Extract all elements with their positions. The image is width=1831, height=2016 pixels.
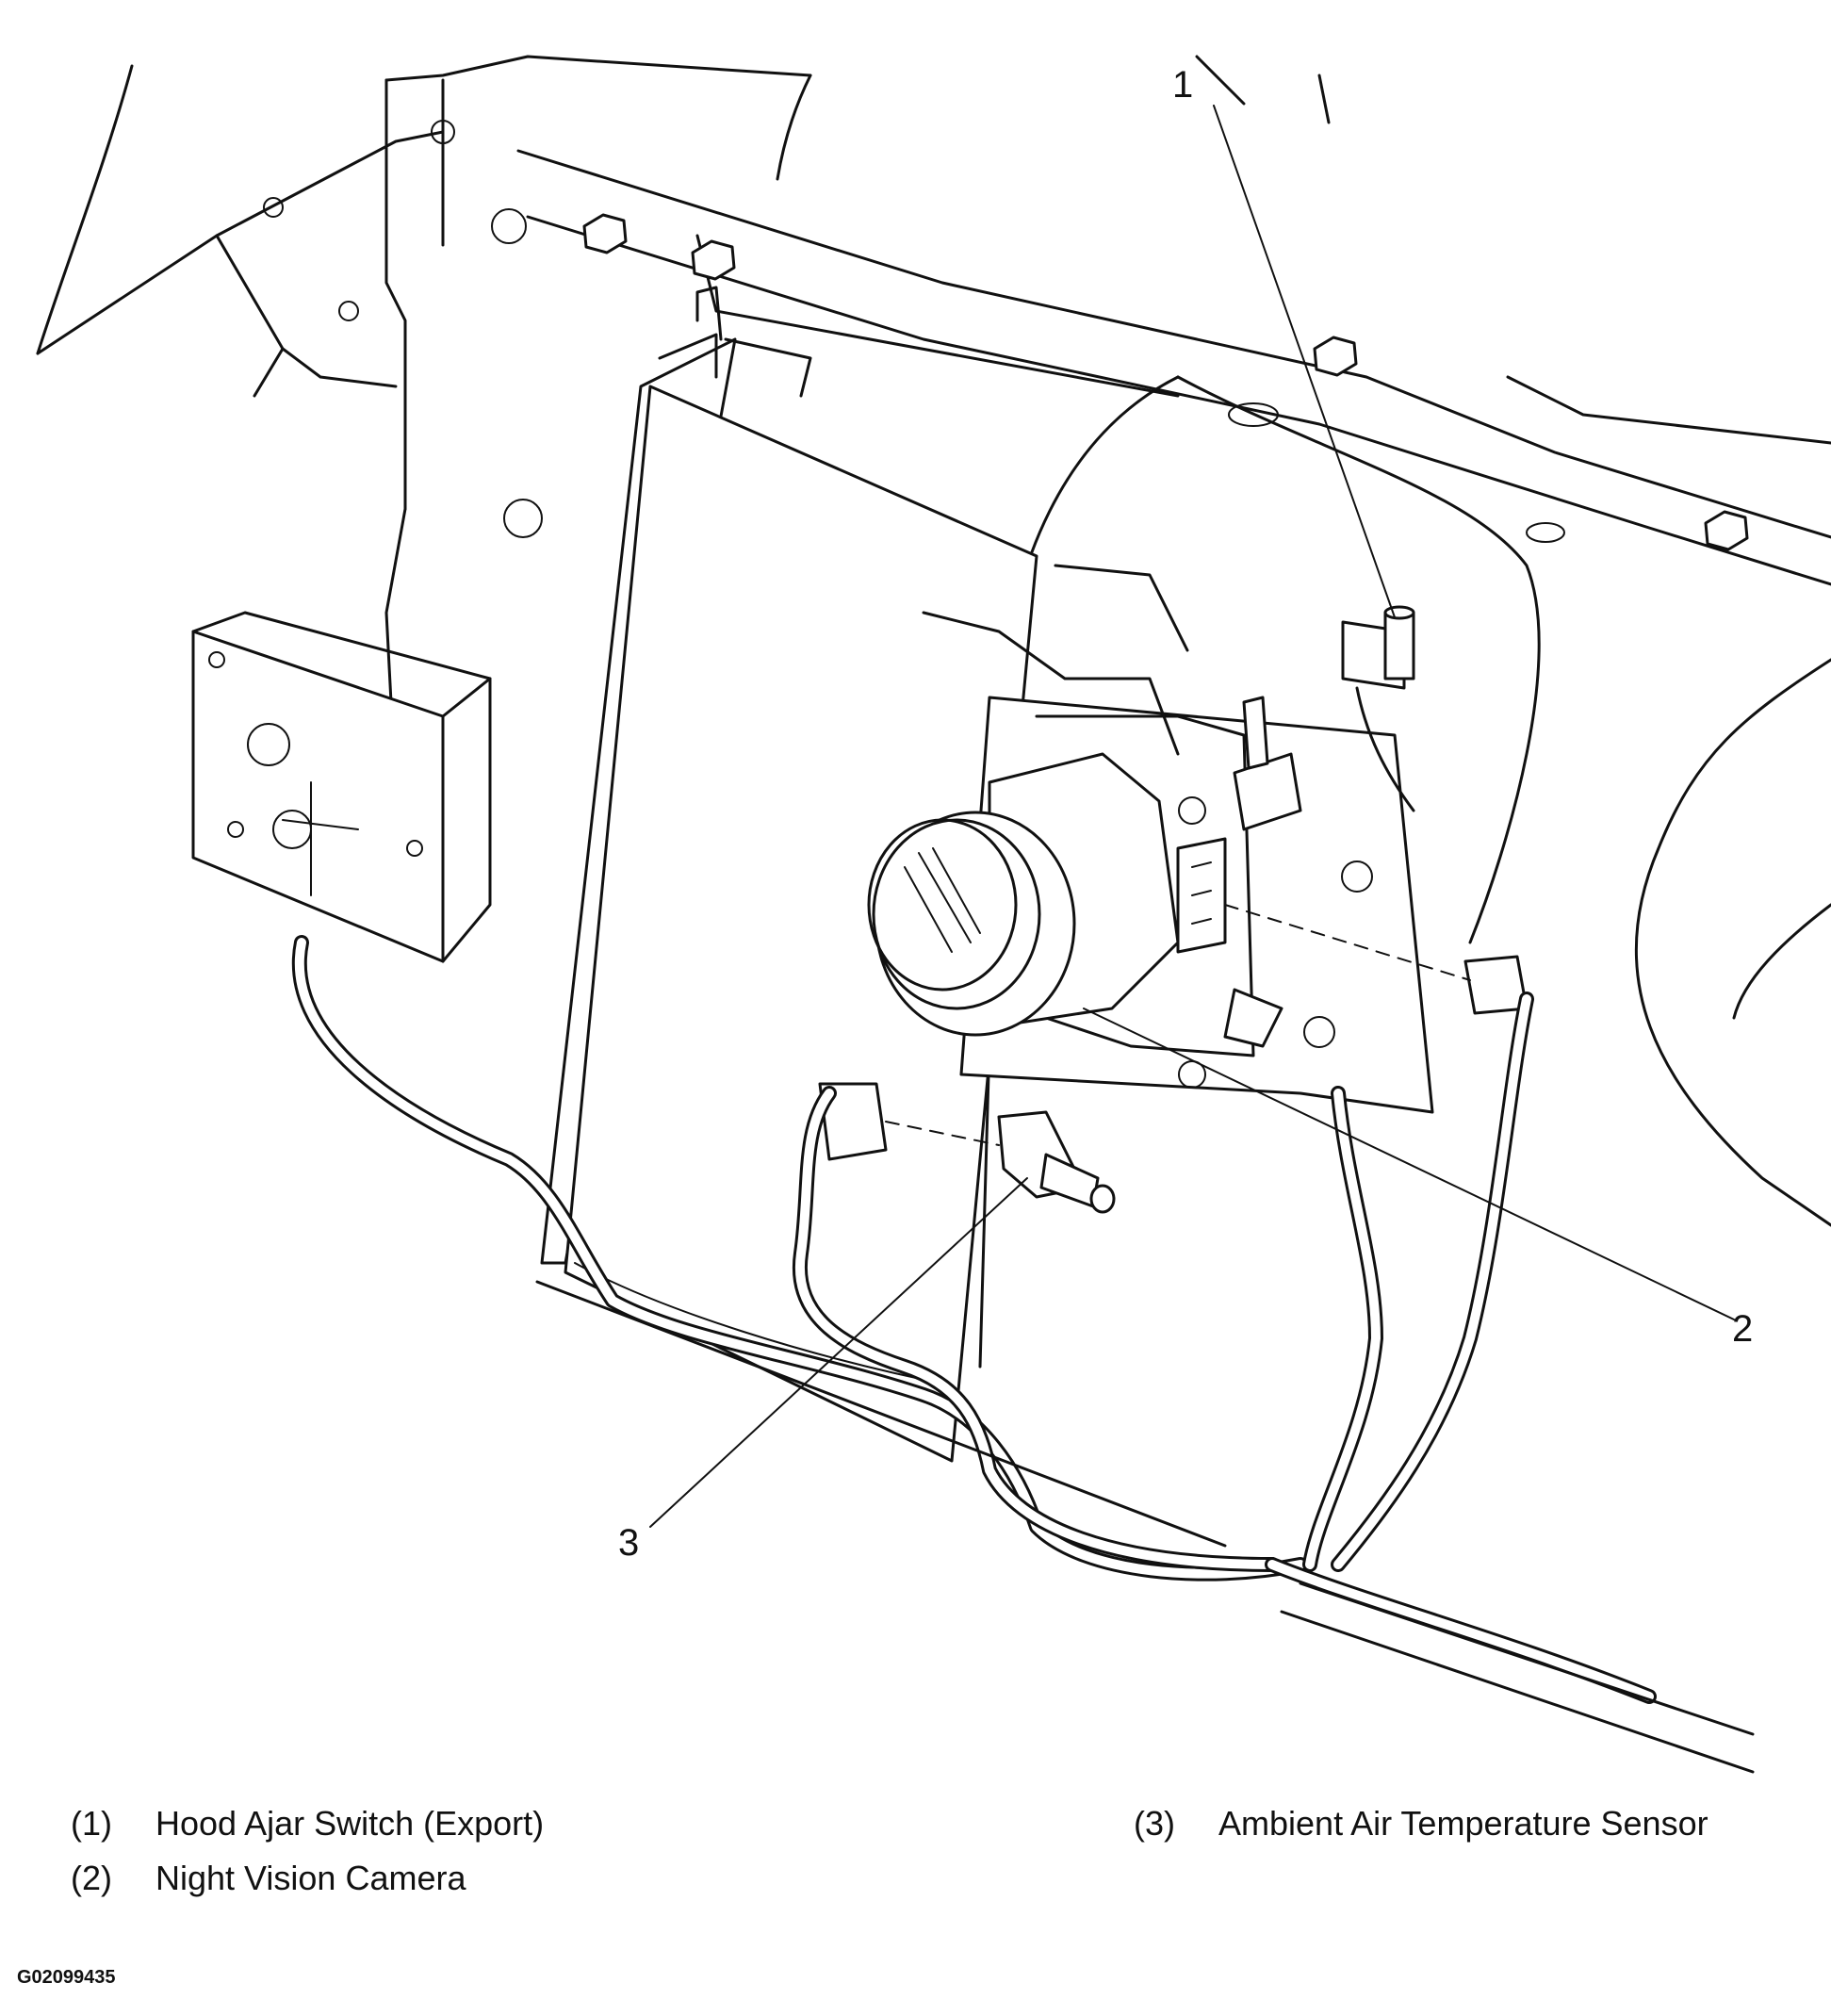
callout-1: 1 (1172, 64, 1194, 106)
legend-item-1: (1) Hood Ajar Switch (Export) (71, 1805, 544, 1843)
callout-leader-lines (650, 106, 1734, 1527)
legend-label-2: Night Vision Camera (155, 1859, 466, 1897)
legend-number-2: (2) (71, 1859, 112, 1897)
legend-label-1: Hood Ajar Switch (Export) (155, 1804, 545, 1843)
ambient-air-temperature-sensor (999, 1112, 1114, 1212)
legend-item-3: (3) Ambient Air Temperature Sensor (1134, 1805, 1708, 1843)
legend-item-2: (2) Night Vision Camera (71, 1860, 466, 1897)
figure-code: G02099435 (17, 1967, 116, 1988)
wiring-connectors (820, 905, 1527, 1159)
night-vision-camera (869, 754, 1225, 1035)
legend-label-3: Ambient Air Temperature Sensor (1218, 1804, 1708, 1843)
condenser-core (542, 287, 1037, 1461)
wiring-harness (300, 942, 1753, 1772)
callout-2: 2 (1732, 1308, 1754, 1350)
night-vision-component-locator-drawing (0, 0, 1831, 1791)
legend-number-1: (1) (71, 1804, 112, 1843)
mounting-bolts (584, 215, 1747, 549)
left-bracket-structure (193, 80, 542, 961)
callout-3: 3 (618, 1522, 640, 1564)
legend-number-3: (3) (1134, 1804, 1175, 1843)
